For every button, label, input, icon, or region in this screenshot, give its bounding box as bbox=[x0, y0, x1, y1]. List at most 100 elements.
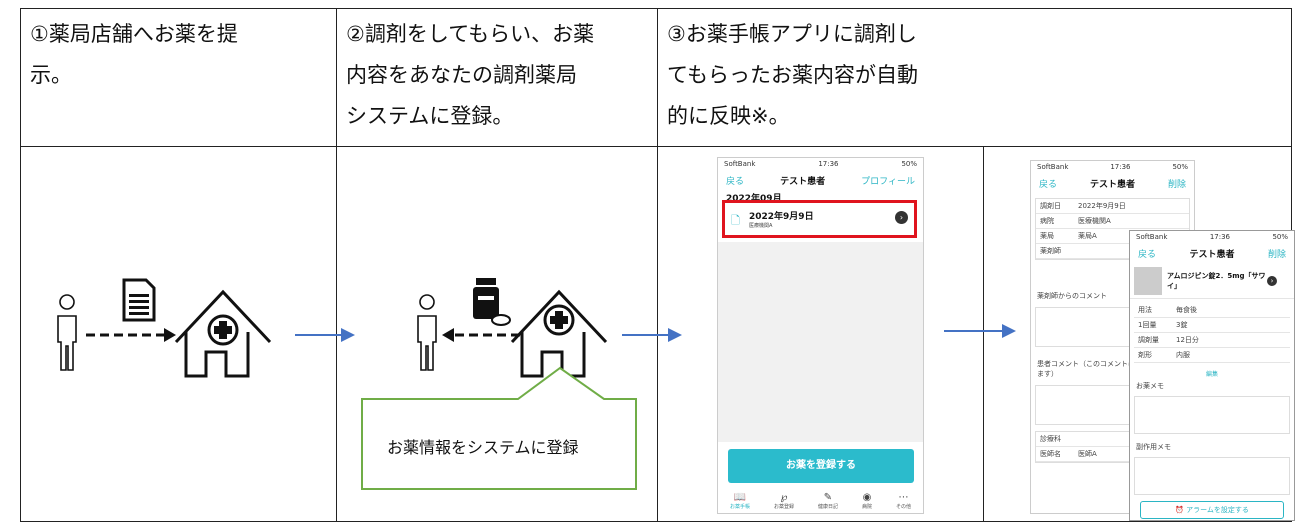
row-key: 調剤日 bbox=[1040, 202, 1061, 210]
step2-line: ②調剤をしてもらい、お薬 bbox=[346, 22, 595, 46]
step1-line: 示。 bbox=[30, 63, 72, 87]
more-icon: ⋯ bbox=[898, 492, 909, 503]
carrier: SoftBank bbox=[1136, 233, 1168, 241]
row-value: 12日分 bbox=[1176, 336, 1199, 344]
table-row: 病院 医療機関A bbox=[1036, 214, 1189, 229]
edit-link[interactable]: 編集 bbox=[1205, 371, 1218, 378]
medicine-bottle-icon bbox=[473, 278, 511, 326]
tab-label: お薬手帳 bbox=[729, 504, 750, 510]
table-row: 医師名 医師A bbox=[1036, 447, 1189, 462]
flow-arrow-1 bbox=[295, 328, 355, 342]
row-value: 毎食後 bbox=[1176, 306, 1197, 314]
tab-label: その他 bbox=[895, 504, 911, 510]
entry-institution: 医療機関A bbox=[749, 223, 773, 229]
clock: 17:36 bbox=[1110, 163, 1131, 171]
row-value: 医師A bbox=[1078, 450, 1097, 458]
row-value: 医療機関A bbox=[1078, 217, 1111, 225]
col-divider-1 bbox=[336, 8, 337, 522]
person-icon bbox=[417, 294, 437, 371]
back-button[interactable]: 戻る bbox=[1039, 180, 1058, 190]
profile-link[interactable]: プロフィール bbox=[861, 177, 915, 187]
status-bar: SoftBank 17:36 50% bbox=[1130, 231, 1294, 243]
person-icon bbox=[57, 294, 77, 371]
register-medicine-button[interactable]: お薬を登録する bbox=[728, 449, 914, 483]
document-icon bbox=[122, 278, 156, 322]
clock: 17:36 bbox=[1209, 233, 1231, 241]
callout-bubble bbox=[361, 366, 637, 490]
step1-text: ①薬局店舗へお薬を提 示。 bbox=[30, 14, 238, 96]
tab-other[interactable]: ⋯その他 bbox=[896, 492, 911, 510]
drug-memo-box[interactable] bbox=[1134, 396, 1290, 434]
pharmacy-house-icon bbox=[174, 289, 272, 378]
back-button[interactable]: 戻る bbox=[1138, 250, 1157, 260]
row-key: 用法 bbox=[1138, 306, 1152, 314]
drug-name: アムロジピン錠2．5mg「サワイ」 bbox=[1167, 272, 1266, 290]
row-key: 医師名 bbox=[1040, 450, 1061, 458]
step1-illustration bbox=[57, 278, 272, 378]
drug-header[interactable]: アムロジピン錠2．5mg「サワイ」 › bbox=[1130, 264, 1294, 299]
app-screen-list: SoftBank 17:36 50% 戻る テスト患者 プロフィール 2022年… bbox=[717, 157, 924, 514]
screen-title: テスト患者 bbox=[780, 177, 826, 187]
step2-illustration bbox=[417, 278, 608, 378]
pill-icon: ℘ bbox=[780, 492, 788, 503]
alarm-icon: ⏰ bbox=[1175, 506, 1184, 514]
tab-hospital[interactable]: ◉病院 bbox=[862, 492, 872, 510]
set-alarm-button[interactable]: ⏰ アラームを設定する bbox=[1140, 501, 1284, 519]
screen-title: テスト患者 bbox=[1189, 250, 1235, 260]
nav-bar: 戻る テスト患者 プロフィール bbox=[718, 170, 923, 191]
chevron-right-icon: › bbox=[895, 211, 908, 224]
table-row: 剤形内服 bbox=[1134, 348, 1290, 363]
carrier: SoftBank bbox=[1037, 163, 1069, 171]
col-divider-3 bbox=[983, 146, 984, 522]
step3-line: ③お薬手帳アプリに調剤し bbox=[667, 22, 917, 46]
flow-arrow-2 bbox=[622, 328, 682, 342]
delete-link[interactable]: 削除 bbox=[1267, 250, 1286, 260]
row-value: 3錠 bbox=[1176, 321, 1188, 329]
callout-text: お薬情報をシステムに登録 bbox=[387, 438, 579, 457]
row-value: 薬局A bbox=[1078, 232, 1097, 240]
chevron-right-icon: › bbox=[1267, 276, 1277, 286]
table-row: 調剤量 12日分 bbox=[1134, 333, 1290, 348]
step3-line: 的に反映※。 bbox=[667, 104, 790, 128]
clock: 17:36 bbox=[818, 160, 839, 168]
tab-notebook[interactable]: 📖お薬手帳 bbox=[730, 492, 750, 510]
step2-line: システムに登録。 bbox=[346, 104, 514, 128]
row-value: 内服 bbox=[1176, 351, 1190, 359]
tab-diary[interactable]: ✎健康日記 bbox=[818, 492, 838, 510]
nav-bar: 戻る テスト患者 削除 bbox=[1130, 243, 1294, 264]
step1-line: ①薬局店舗へお薬を提 bbox=[30, 22, 238, 46]
record-entry[interactable]: 🗋 2022年9月9日 医療機関A › bbox=[722, 200, 917, 238]
step2-text: ②調剤をしてもらい、お薬 内容をあなたの調剤薬局 システムに登録。 bbox=[346, 14, 594, 137]
back-button[interactable]: 戻る bbox=[726, 177, 745, 187]
row-key: 診療科 bbox=[1040, 435, 1061, 443]
tab-label: お薬登録 bbox=[773, 504, 794, 510]
delete-link[interactable]: 削除 bbox=[1167, 180, 1186, 190]
pharmacy-house-icon bbox=[510, 289, 608, 378]
location-icon: ◉ bbox=[862, 492, 872, 503]
row-value: 2022年9月9日 bbox=[1078, 202, 1126, 210]
list-background bbox=[718, 242, 923, 442]
tab-label: 病院 bbox=[861, 504, 872, 510]
status-bar: SoftBank 17:36 50% bbox=[1031, 161, 1194, 173]
side-effect-memo-box[interactable] bbox=[1134, 457, 1290, 495]
row-key: 調剤量 bbox=[1138, 336, 1159, 344]
screen-title: テスト患者 bbox=[1089, 180, 1135, 190]
tab-label: 健康日記 bbox=[817, 504, 838, 510]
battery: 50% bbox=[1172, 163, 1188, 171]
table-row: 薬剤師 bbox=[1036, 244, 1189, 259]
pen-icon: ✎ bbox=[823, 492, 833, 503]
alarm-label: アラームを設定する bbox=[1186, 506, 1249, 514]
book-icon: 📖 bbox=[733, 492, 747, 503]
step3-line: てもらったお薬内容が自動 bbox=[667, 63, 918, 87]
row-divider bbox=[20, 146, 1292, 147]
row-key: 病院 bbox=[1040, 217, 1054, 225]
app-screen-drug: SoftBank 17:36 50% 戻る テスト患者 削除 アムロジピン錠2．… bbox=[1129, 230, 1295, 521]
carrier: SoftBank bbox=[724, 160, 756, 168]
battery: 50% bbox=[901, 160, 917, 168]
tab-register[interactable]: ℘お薬登録 bbox=[774, 492, 794, 510]
step3-text: ③お薬手帳アプリに調剤し てもらったお薬内容が自動 的に反映※。 bbox=[667, 14, 918, 137]
row-key: 薬剤師 bbox=[1040, 247, 1061, 255]
